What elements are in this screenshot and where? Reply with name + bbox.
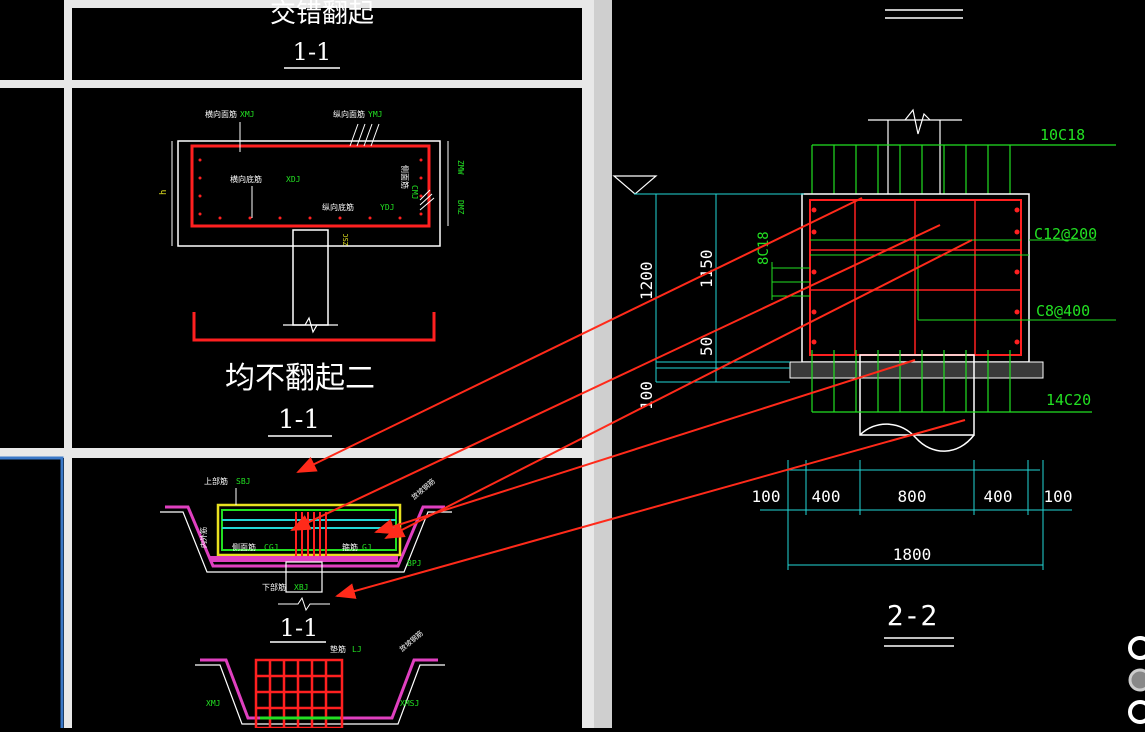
svg-text:XBJ: XBJ (294, 583, 308, 592)
annotation-arrow-4 (374, 359, 916, 535)
top-section-title: 交错翻起 1-1 (270, 0, 374, 69)
label-bpj: BPJ (407, 559, 421, 568)
svg-text:CGJ: CGJ (264, 543, 278, 552)
bottom-section-label: 1-1 (280, 614, 319, 642)
svg-text:SBJ: SBJ (236, 477, 250, 486)
middle-title-text: 均不翻起二 (225, 361, 375, 396)
dim-h: h (159, 190, 169, 195)
svg-text:ZSC: ZSC (342, 233, 350, 246)
annotation-arrow-1 (296, 197, 863, 473)
svg-text:XDJ: XDJ (286, 175, 300, 184)
label-transverse-bottom: 横向底筋 (230, 174, 262, 184)
svg-text:XMSJ: XMSJ (400, 699, 419, 708)
annotation-arrow-3 (384, 239, 973, 539)
label-cap-bar: 垫筋 (330, 644, 346, 654)
label-transverse-top: 横向面筋 (205, 109, 237, 119)
dim-total-width: 1800 (893, 545, 932, 564)
dim-h-100b: 100 (1044, 487, 1073, 506)
bar-label-side: 8C18 (756, 231, 772, 265)
dim-h-800: 800 (898, 487, 927, 506)
edge-ring-decoration (1128, 636, 1145, 724)
dim-zmw: ZMW (456, 160, 465, 175)
label-side-bar: 侧面筋 (232, 542, 256, 552)
svg-text:YMJ: YMJ (368, 110, 382, 119)
section-2-2-label: 2-2 (887, 599, 938, 632)
dim-h-400b: 400 (984, 487, 1013, 506)
label-longitudinal-top: 纵向面筋 (333, 109, 365, 119)
svg-text:XMJ: XMJ (240, 110, 254, 119)
dim-v-50: 50 (697, 337, 716, 356)
annotation-arrows (290, 197, 973, 599)
top-section-label: 1-1 (293, 38, 332, 66)
top-title-text: 交错翻起 (270, 0, 374, 29)
dim-dmz: DMZ (456, 200, 465, 215)
middle-section-label: 1-1 (278, 405, 320, 435)
dim-v-1150: 1150 (697, 249, 716, 288)
svg-text:LJ: LJ (352, 645, 362, 654)
svg-text:YDJ: YDJ (380, 203, 394, 212)
annotation-arrow-2 (290, 224, 941, 531)
active-viewport-outline (0, 456, 64, 732)
pile-cap-section-no-bend: h ZMW DMZ 横向面筋 XMJ 纵向面筋 YMJ 横向底筋 XDJ 纵向底… (159, 109, 465, 437)
label-stirrup: 箍筋 (342, 542, 358, 552)
section-2-2-drawing: 10C18 C12@200 C8@400 14C20 8C18 1200 115… (612, 9, 1116, 647)
bottom-cap-section: 垫筋 LJ XMJ XMSJ 放坡钢筋 (195, 629, 445, 730)
label-lower-bar: 下部筋 (262, 582, 286, 592)
dim-h-400a: 400 (812, 487, 841, 506)
label-side-rebar: 侧面筋 (400, 165, 410, 189)
bar-label-bottom: 14C20 (1046, 391, 1091, 409)
dim-h-100a: 100 (752, 487, 781, 506)
bar-label-mid: C12@200 (1034, 225, 1097, 243)
trapezoid-cap-section: 上部筋 SBJ 侧面筋 CGJ 箍筋 GJ 下部筋 XBJ BPJ 内外筋 放坡… (160, 476, 452, 643)
bar-label-low: C8@400 (1036, 302, 1090, 320)
label-upper-bar: 上部筋 (204, 476, 228, 486)
svg-text:CMJ: CMJ (410, 185, 419, 199)
label-left-dim: 内外筋 (199, 527, 208, 548)
label-longitudinal-bottom: 纵向底筋 (322, 202, 354, 212)
annotation-arrow-5 (335, 419, 966, 599)
svg-text:GJ: GJ (362, 543, 372, 552)
dim-v-1200: 1200 (637, 261, 656, 300)
svg-text:XMJ: XMJ (206, 699, 220, 708)
bar-label-top: 10C18 (1040, 126, 1085, 144)
